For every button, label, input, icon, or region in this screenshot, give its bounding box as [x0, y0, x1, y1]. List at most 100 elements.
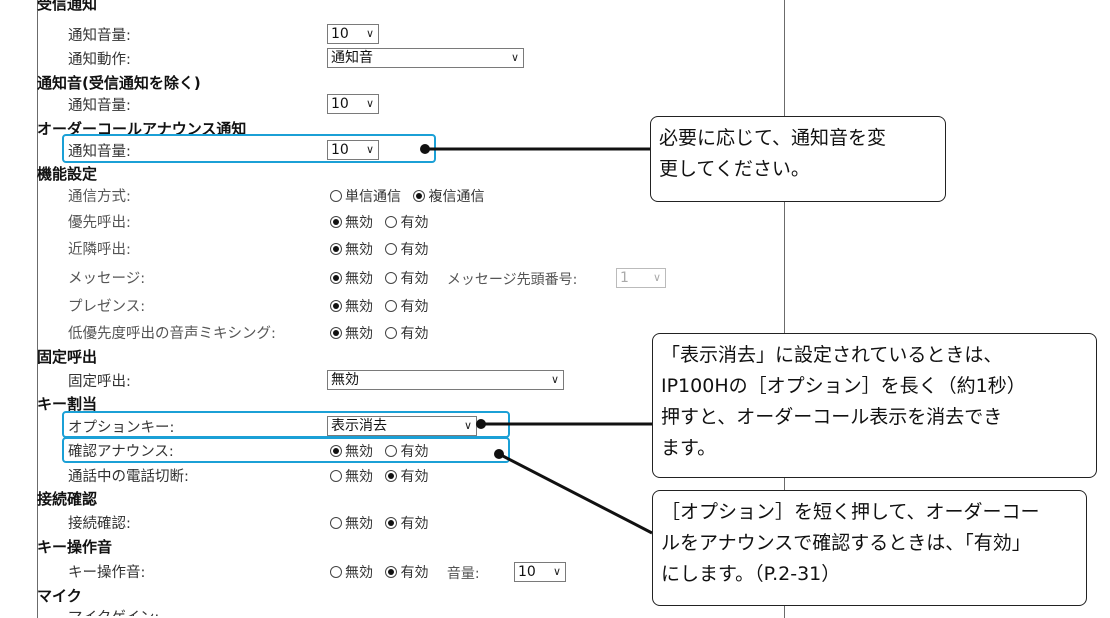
- radio-label: 無効: [345, 326, 373, 342]
- radio-off[interactable]: 無効: [330, 268, 373, 288]
- radio-off[interactable]: 無効: [330, 562, 373, 582]
- callout-text-line: 必要に応じて、通知音を変: [659, 127, 887, 149]
- section-function-settings: 機能設定: [37, 165, 98, 183]
- key-sound-volume-select[interactable]: 10 ∨: [514, 562, 566, 582]
- option-key-select[interactable]: 表示消去 ∨: [327, 416, 477, 436]
- radio-duplex[interactable]: 複信通信: [413, 186, 484, 206]
- radio-on[interactable]: 有効: [385, 212, 428, 232]
- radio-simplex[interactable]: 単信通信: [330, 186, 401, 206]
- label-message: メッセージ:: [68, 271, 146, 287]
- label-nearby-call: 近隣呼出:: [68, 242, 131, 258]
- radio-on[interactable]: 有効: [385, 441, 428, 461]
- radio-dot-selected: [330, 272, 342, 284]
- radio-dot: [385, 216, 398, 228]
- radio-off[interactable]: 無効: [330, 513, 373, 533]
- radio-off[interactable]: 無効: [330, 296, 373, 316]
- radio-label: 無効: [345, 444, 373, 460]
- highlight-confirm-announce: [62, 437, 510, 463]
- radio-label: 無効: [345, 242, 373, 258]
- label-connection-check: 接続確認:: [68, 516, 131, 532]
- label-low-priority-mixing: 低優先度呼出の音声ミキシング:: [68, 326, 276, 342]
- radio-on[interactable]: 有効: [385, 513, 428, 533]
- message-start-number-select[interactable]: 1 ∨: [616, 268, 666, 288]
- radio-dot-selected: [385, 517, 398, 529]
- radio-off[interactable]: 無効: [330, 212, 373, 232]
- radio-label: 有効: [400, 565, 429, 581]
- section-key-assign: キー割当: [37, 395, 98, 413]
- radio-dot-selected: [385, 566, 398, 578]
- notify-volume-select-3[interactable]: 10 ∨: [327, 140, 379, 160]
- select-value: 10: [331, 96, 349, 112]
- radio-dot: [385, 300, 398, 312]
- section-mic: マイク: [37, 587, 82, 605]
- callout-text-line: IP100Hの［オプション］を長く（約1秒）: [661, 375, 1026, 397]
- radio-dot-selected: [413, 190, 426, 202]
- radio-label: 無効: [345, 215, 373, 231]
- radio-on[interactable]: 有効: [385, 239, 428, 259]
- radio-label: 有効: [400, 271, 429, 287]
- label-confirm-announce: 確認アナウンス:: [68, 444, 174, 460]
- call-disconnect-radio-group: 無効 有効: [330, 466, 436, 486]
- comm-mode-radio-group: 単信通信 複信通信: [330, 186, 492, 206]
- radio-label: 複信通信: [428, 189, 485, 205]
- fixed-call-select[interactable]: 無効 ∨: [327, 370, 564, 390]
- callout-notify-volume: 必要に応じて、通知音を変 更してください。: [650, 116, 946, 202]
- radio-off[interactable]: 無効: [330, 323, 373, 343]
- label-notify-volume-2: 通知音量:: [68, 98, 131, 114]
- notify-volume-select-2[interactable]: 10 ∨: [327, 94, 379, 114]
- key-sound-radio-group: 無効 有効 音量:: [330, 562, 484, 583]
- section-order-call-announce: オーダーコールアナウンス通知: [37, 120, 247, 138]
- radio-dot-selected: [330, 243, 342, 255]
- notify-volume-select-1[interactable]: 10 ∨: [327, 24, 379, 44]
- radio-dot: [385, 272, 398, 284]
- radio-dot: [385, 445, 398, 457]
- radio-label: 無効: [345, 271, 373, 287]
- label-priority-call: 優先呼出:: [68, 215, 131, 231]
- radio-on[interactable]: 有効: [385, 562, 428, 582]
- radio-dot-selected: [385, 470, 398, 482]
- radio-dot: [330, 517, 342, 529]
- radio-on[interactable]: 有効: [385, 268, 428, 288]
- connector-line: [498, 452, 653, 535]
- low-priority-mixing-radio-group: 無効 有効: [330, 323, 436, 343]
- radio-on[interactable]: 有効: [385, 296, 428, 316]
- radio-label: 有効: [400, 242, 429, 258]
- connection-check-radio-group: 無効 有効: [330, 513, 436, 533]
- confirm-announce-radio-group: 無効 有効: [330, 441, 436, 461]
- select-value: 10: [331, 142, 349, 158]
- radio-label: 有効: [400, 469, 429, 485]
- radio-dot: [330, 566, 342, 578]
- section-notification-sound: 通知音(受信通知を除く): [37, 74, 201, 92]
- label-notify-volume-3: 通知音量:: [68, 144, 131, 160]
- radio-label: 有効: [400, 516, 429, 532]
- radio-label: 無効: [345, 469, 373, 485]
- callout-text-line: ルをアナウンスで確認するときは、「有効」: [661, 532, 1031, 554]
- label-message-start-number: メッセージ先頭番号:: [446, 272, 578, 288]
- select-value: 10: [331, 26, 349, 42]
- label-notify-volume-1: 通知音量:: [68, 28, 131, 44]
- select-value: 表示消去: [331, 418, 387, 434]
- callout-confirm-announce: ［オプション］を短く押して、オーダーコー ルをアナウンスで確認するときは、「有効…: [652, 490, 1087, 606]
- chevron-down-icon: ∨: [365, 143, 374, 156]
- label-key-sound-volume: 音量:: [446, 566, 480, 582]
- priority-call-radio-group: 無効 有効: [330, 212, 436, 232]
- select-value: 1: [620, 270, 629, 286]
- label-key-sound: キー操作音:: [68, 565, 146, 581]
- radio-dot: [385, 327, 398, 339]
- section-fixed-call: 固定呼出: [37, 348, 98, 366]
- radio-off[interactable]: 無効: [330, 466, 373, 486]
- chevron-down-icon: ∨: [552, 565, 561, 578]
- radio-dot-selected: [330, 300, 342, 312]
- label-option-key: オプションキー:: [68, 420, 175, 436]
- radio-on[interactable]: 有効: [385, 466, 428, 486]
- radio-label: 単信通信: [345, 189, 401, 205]
- chevron-down-icon: ∨: [463, 419, 472, 432]
- radio-dot-selected: [330, 445, 342, 457]
- radio-dot-selected: [330, 216, 342, 228]
- radio-off[interactable]: 無効: [330, 441, 373, 461]
- radio-off[interactable]: 無効: [330, 239, 373, 259]
- radio-label: 有効: [400, 215, 429, 231]
- notify-action-select[interactable]: 通知音 ∨: [327, 48, 524, 68]
- radio-on[interactable]: 有効: [385, 323, 428, 343]
- callout-text-line: 押すと、オーダーコール表示を消去でき: [661, 406, 1003, 428]
